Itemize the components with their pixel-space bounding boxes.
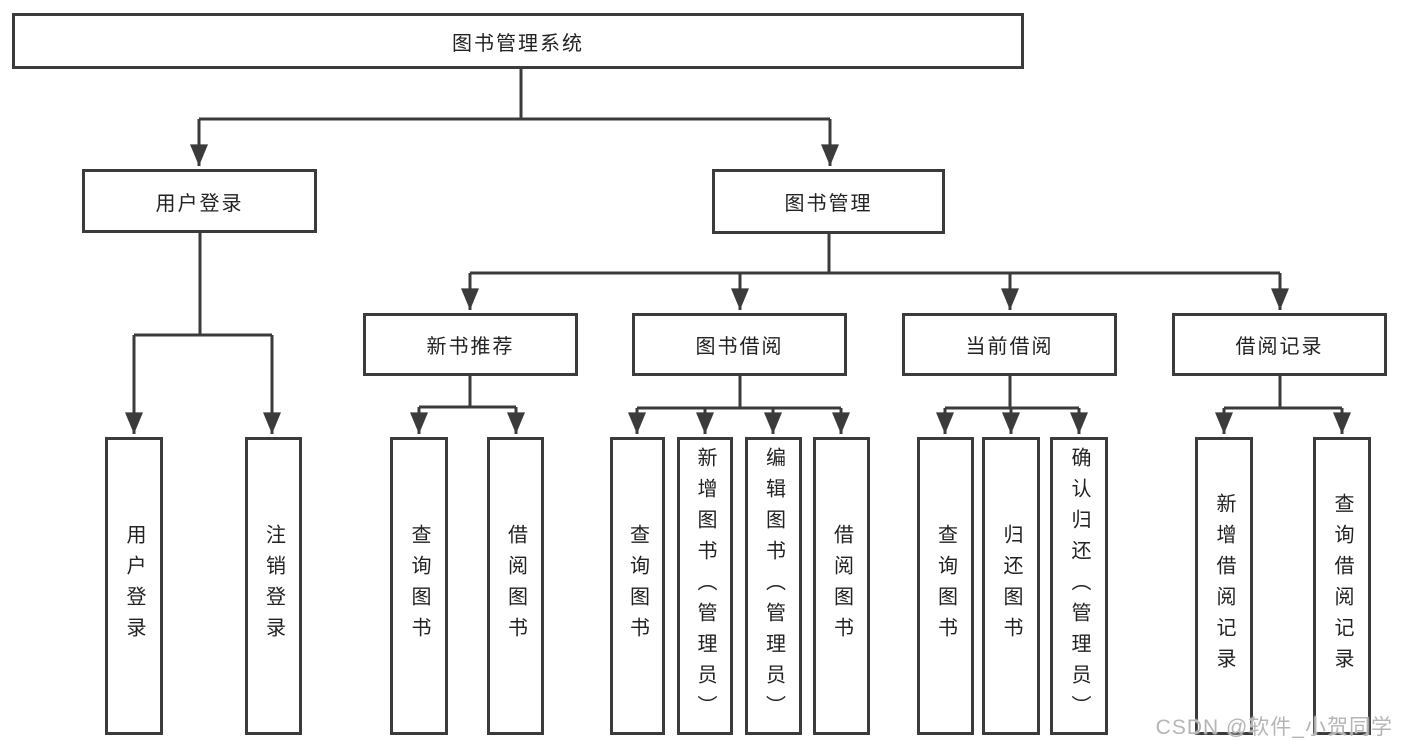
node-new-book-recommend: 新书推荐 bbox=[363, 313, 578, 376]
node-root: 图书管理系统 bbox=[12, 13, 1024, 69]
connector-userlogin-bus bbox=[134, 233, 272, 337]
leaf-current-search: 查询图书 bbox=[917, 437, 974, 735]
leaf-borrow-borrow-label: 借阅图书 bbox=[830, 524, 853, 648]
leaf-logout: 注销登录 bbox=[245, 437, 302, 735]
node-user-login: 用户登录 bbox=[82, 169, 317, 233]
leaf-current-return: 归还图书 bbox=[982, 437, 1040, 735]
connector-bookborrow-bus bbox=[637, 376, 841, 410]
leaf-borrow-add-admin-label: 新增图书（管理员） bbox=[694, 446, 716, 726]
leaf-newbook-search-label: 查询图书 bbox=[408, 524, 430, 648]
leaf-records-search: 查询借阅记录 bbox=[1313, 437, 1371, 735]
leaf-current-confirm-admin: 确认归还（管理员） bbox=[1050, 437, 1108, 735]
leaf-borrow-search: 查询图书 bbox=[610, 437, 665, 735]
leaf-user-login: 用户登录 bbox=[105, 437, 163, 735]
leaf-newbook-borrow-label: 借阅图书 bbox=[504, 524, 527, 648]
node-user-login-label: 用户登录 bbox=[155, 192, 244, 215]
connector-root-bus bbox=[199, 69, 830, 121]
leaf-logout-label: 注销登录 bbox=[262, 524, 285, 648]
connector-records-bus bbox=[1224, 376, 1342, 410]
connector-newbook-bus bbox=[419, 376, 516, 409]
leaf-user-login-label: 用户登录 bbox=[123, 524, 145, 648]
node-current-borrow: 当前借阅 bbox=[902, 313, 1117, 376]
leaf-borrow-edit-admin-label: 编辑图书（管理员） bbox=[762, 446, 785, 726]
watermark: CSDN @软件_小贺同学 bbox=[1155, 716, 1393, 739]
leaf-records-add-label: 新增借阅记录 bbox=[1213, 493, 1235, 679]
leaf-current-return-label: 归还图书 bbox=[1000, 524, 1022, 648]
node-book-management: 图书管理 bbox=[712, 169, 945, 234]
node-book-borrow: 图书借阅 bbox=[632, 313, 847, 376]
connector-currentborrow-bus bbox=[945, 376, 1079, 410]
node-new-book-recommend-label: 新书推荐 bbox=[426, 336, 515, 358]
leaf-newbook-borrow: 借阅图书 bbox=[487, 437, 544, 735]
leaf-current-search-label: 查询图书 bbox=[934, 524, 957, 648]
node-borrow-records-label: 借阅记录 bbox=[1235, 336, 1324, 358]
leaf-borrow-edit-admin: 编辑图书（管理员） bbox=[745, 437, 802, 735]
node-root-label: 图书管理系统 bbox=[452, 32, 584, 55]
leaf-borrow-borrow: 借阅图书 bbox=[813, 437, 870, 735]
leaf-records-add: 新增借阅记录 bbox=[1195, 437, 1253, 735]
leaf-borrow-search-label: 查询图书 bbox=[626, 524, 649, 648]
node-book-management-label: 图书管理 bbox=[784, 193, 873, 215]
leaf-records-search-label: 查询借阅记录 bbox=[1331, 493, 1353, 679]
leaf-newbook-search: 查询图书 bbox=[390, 437, 448, 735]
node-borrow-records: 借阅记录 bbox=[1172, 313, 1387, 376]
leaf-current-confirm-admin-label: 确认归还（管理员） bbox=[1068, 446, 1090, 726]
connector-bookmgmt-bus bbox=[470, 234, 1280, 275]
leaf-borrow-add-admin: 新增图书（管理员） bbox=[677, 437, 733, 735]
node-current-borrow-label: 当前借阅 bbox=[965, 336, 1054, 358]
node-book-borrow-label: 图书借阅 bbox=[695, 336, 784, 358]
